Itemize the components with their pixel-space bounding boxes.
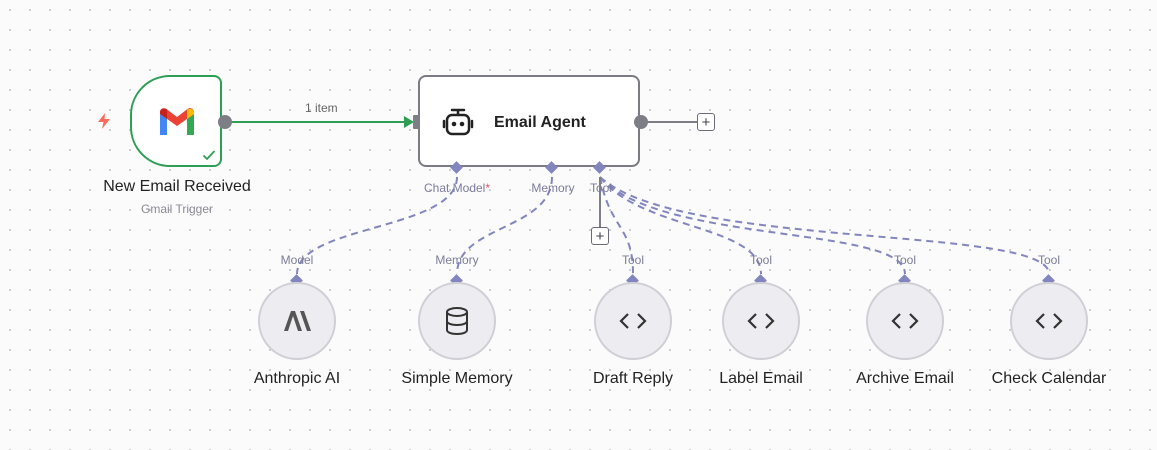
trigger-subtitle: Gmail Trigger	[140, 202, 214, 216]
chat-model-label-text: Chat Model	[423, 181, 486, 195]
draft-reply-node[interactable]	[594, 282, 672, 360]
agent-output-handle[interactable]	[634, 115, 648, 129]
simple-memory-node[interactable]	[418, 282, 496, 360]
connection-item-count: 1 item	[305, 101, 338, 115]
sub-node-title: Draft Reply	[592, 370, 674, 387]
sub-node-port-label: Memory	[435, 253, 479, 267]
check-calendar-node[interactable]	[1010, 282, 1088, 360]
tool-connection-label-email[interactable]	[599, 176, 762, 275]
anthropic-icon	[284, 311, 311, 331]
code-icon	[1035, 313, 1063, 329]
sub-node-title: Anthropic AI	[253, 370, 341, 387]
code-icon	[891, 313, 919, 329]
gmail-icon	[160, 108, 194, 135]
sub-node-port-label: Tool	[1037, 253, 1061, 267]
sub-node-title: Check Calendar	[991, 370, 1107, 387]
tool-port-label: Tool	[589, 181, 613, 195]
code-icon	[747, 313, 775, 329]
sub-node-port-label: Tool	[893, 253, 917, 267]
memory-port-label: Memory	[531, 181, 575, 195]
sub-node-port-label: Model	[280, 253, 314, 267]
required-marker: *	[485, 181, 491, 195]
sub-node-title: Archive Email	[856, 370, 954, 387]
memory-connection[interactable]	[456, 176, 553, 275]
database-icon	[446, 307, 468, 336]
sub-node-port-label: Tool	[621, 253, 645, 267]
archive-email-node[interactable]	[866, 282, 944, 360]
tool-connection-check-calendar[interactable]	[599, 176, 1050, 275]
trigger-title: New Email Received	[103, 178, 251, 195]
tool-connection-archive-email[interactable]	[599, 176, 906, 275]
tool-connection-draft-reply[interactable]	[599, 176, 634, 275]
success-check-icon	[202, 150, 216, 161]
anthropic-ai-node[interactable]	[258, 282, 336, 360]
sub-node-port-label: Tool	[749, 253, 773, 267]
trigger-bolt-icon	[98, 113, 110, 129]
label-email-node[interactable]	[722, 282, 800, 360]
agent-title: Email Agent	[494, 114, 586, 131]
add-tool-button[interactable]: +	[591, 227, 609, 245]
agent-input-handle[interactable]	[413, 115, 420, 129]
add-next-node-button[interactable]: +	[697, 113, 715, 131]
sub-node-title: Simple Memory	[401, 370, 513, 387]
sub-node-title: Label Email	[719, 370, 803, 387]
gmail-trigger-node[interactable]	[130, 75, 222, 167]
robot-icon	[442, 108, 474, 136]
main-connection-arrow	[404, 116, 414, 128]
email-agent-node[interactable]: Email Agent	[418, 75, 640, 167]
code-icon	[619, 313, 647, 329]
trigger-output-handle[interactable]	[218, 115, 232, 129]
model-connection[interactable]	[296, 176, 458, 275]
chat-model-port-label: Chat Model*	[424, 181, 490, 195]
